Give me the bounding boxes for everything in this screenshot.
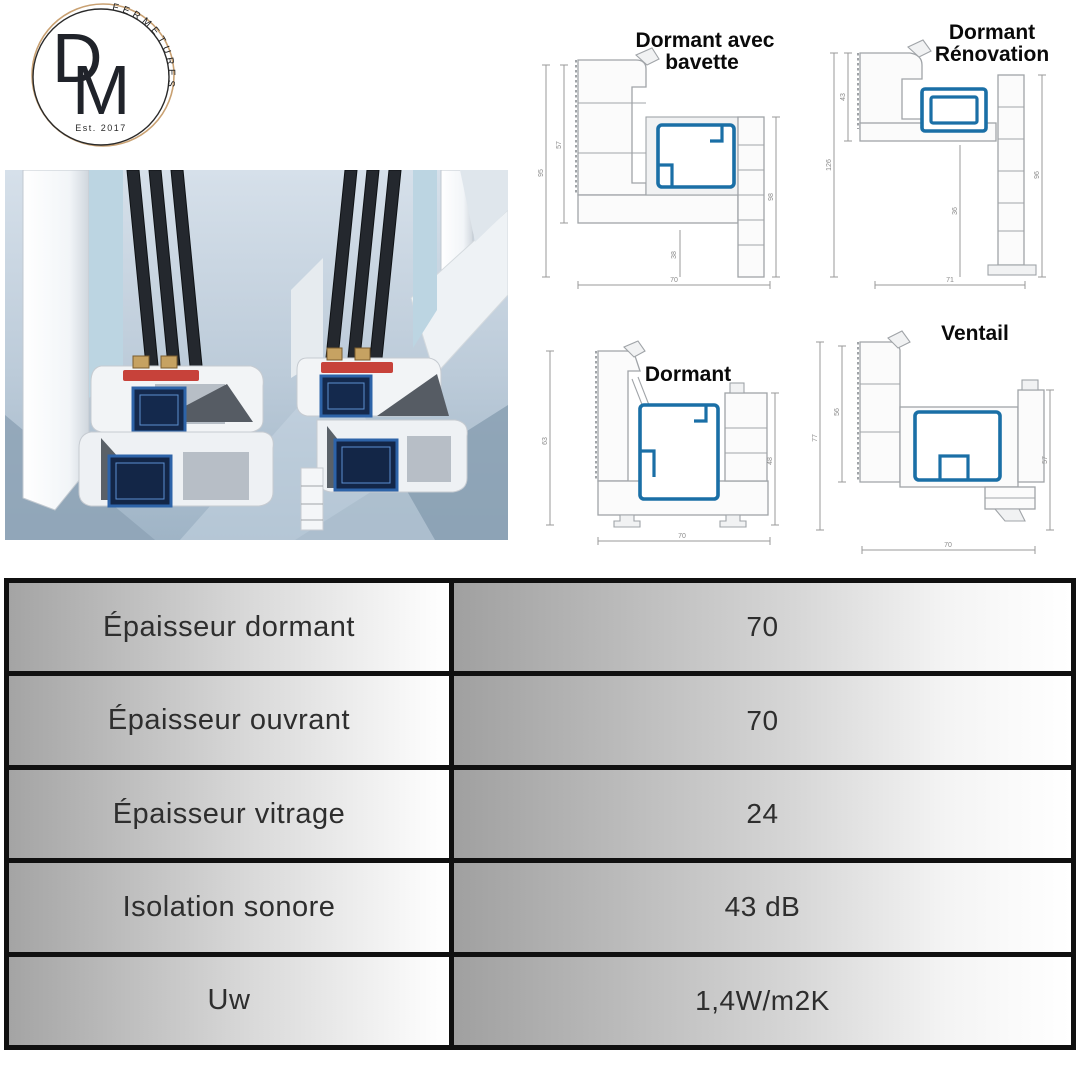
dimension-label: 63 xyxy=(542,437,549,445)
spec-value: 70 xyxy=(454,583,1071,672)
dimension-label: 48 xyxy=(767,457,774,465)
diagram-dormant-renovation: Dormant Rénovation 126 43 36 71 9 xyxy=(826,21,1049,289)
steel-chamber-big-right xyxy=(333,438,399,492)
diagram-title: Dormant avec xyxy=(636,29,775,52)
dimension-label: 36 xyxy=(952,207,959,215)
diagram-title: Dormant xyxy=(645,363,731,386)
dimension-label: 56 xyxy=(834,408,841,416)
diagram-title: Rénovation xyxy=(935,43,1049,66)
dimension-lines: 63 70 48 xyxy=(542,350,779,545)
spec-label: Épaisseur vitrage xyxy=(9,769,454,859)
spec-value: 24 xyxy=(454,769,1071,859)
diagram-dormant-avec-bavette: Dormant avec bavette 95 57 38 xyxy=(538,29,780,289)
dimension-lines: 126 43 36 71 96 xyxy=(826,52,1046,289)
dimension-label: 57 xyxy=(556,141,563,149)
dimension-label: 71 xyxy=(946,277,954,284)
logo-outer-circle xyxy=(31,3,175,147)
dimension-label: 70 xyxy=(944,542,952,549)
diagram-title: bavette xyxy=(665,51,739,74)
table-row: Épaisseur vitrage 24 xyxy=(9,769,1071,864)
logo-initial-d: D xyxy=(52,19,103,97)
dimension-label: 126 xyxy=(826,159,833,171)
spec-table: Épaisseur dormant 70 Épaisseur ouvrant 7… xyxy=(4,578,1076,1050)
spec-label: Épaisseur ouvrant xyxy=(9,676,454,765)
dimension-lines: 77 56 70 57 xyxy=(812,341,1054,554)
dimension-label: 98 xyxy=(768,193,775,201)
diagram-title: Ventail xyxy=(941,322,1009,345)
diagram-title: Dormant xyxy=(949,21,1035,44)
spec-value: 43 dB xyxy=(454,863,1071,952)
brand-logo: FERMETURES D M Est. 2017 xyxy=(31,2,175,147)
logo-established: Est. 2017 xyxy=(75,123,127,133)
spec-value: 1,4W/m2K xyxy=(454,956,1071,1046)
dimension-label: 38 xyxy=(671,251,678,259)
seal-red-right xyxy=(321,362,393,373)
profile-cutaway-photo xyxy=(5,170,508,540)
logo-initial-m: M xyxy=(72,51,130,129)
table-row: Épaisseur ouvrant 70 xyxy=(9,676,1071,770)
seal-red-left xyxy=(123,370,199,381)
spec-label: Épaisseur dormant xyxy=(9,583,454,672)
spec-value: 70 xyxy=(454,676,1071,765)
diagram-dormant: Dormant 63 70 48 xyxy=(542,340,779,545)
dimension-label: 57 xyxy=(1042,456,1049,464)
dimension-lines: 95 57 38 70 98 xyxy=(538,64,780,289)
steel-chamber-big-left xyxy=(107,454,173,508)
dimension-label: 70 xyxy=(678,533,686,540)
logo-inner-circle xyxy=(32,8,170,146)
spec-label: Uw xyxy=(9,956,454,1046)
table-row: Isolation sonore 43 dB xyxy=(9,863,1071,957)
glass-panes-left xyxy=(126,170,204,377)
table-row: Épaisseur dormant 70 xyxy=(9,583,1071,677)
dimension-label: 70 xyxy=(670,277,678,284)
dimension-label: 95 xyxy=(538,169,545,177)
spec-label: Isolation sonore xyxy=(9,863,454,952)
dimension-label: 43 xyxy=(840,93,847,101)
dimension-label: 96 xyxy=(1034,171,1041,179)
diagram-ventail: Ventail 77 56 70 57 xyxy=(812,322,1054,554)
dimension-label: 77 xyxy=(812,434,819,442)
table-row: Uw 1,4W/m2K xyxy=(9,956,1071,1046)
